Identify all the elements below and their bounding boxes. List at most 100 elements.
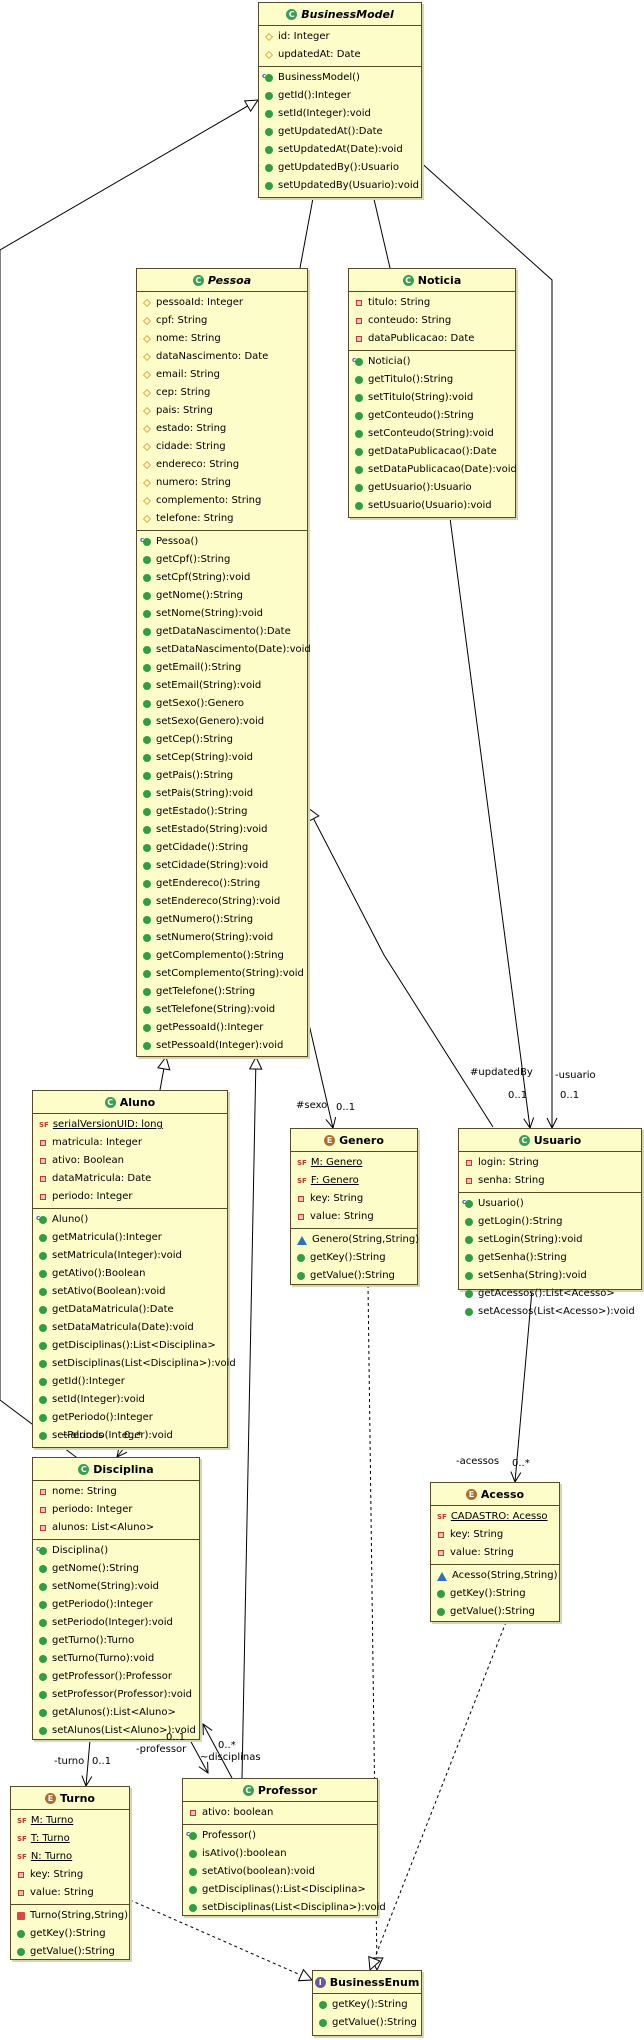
- package-constructor-icon: [297, 1235, 307, 1245]
- method-row: getComplemento():String: [137, 947, 307, 965]
- private-field-icon: [356, 318, 362, 324]
- public-method-icon: [265, 182, 273, 190]
- method-row: setAlunos(List<Aluno>):void: [33, 1722, 199, 1740]
- attribute-row: numero: String: [137, 474, 307, 492]
- public-method-icon: [143, 610, 151, 618]
- method-row: getNome():String: [137, 587, 307, 605]
- protected-field-icon: [265, 33, 273, 41]
- professor-role-label: -professor: [136, 1744, 187, 1755]
- method-row: Acesso(String,String): [431, 1567, 559, 1585]
- public-method-icon: [39, 1655, 47, 1663]
- constructor-icon: [262, 67, 273, 85]
- private-field-icon: [356, 336, 362, 342]
- static-final-icon: SF: [437, 1513, 447, 1521]
- public-method-icon: [143, 574, 151, 582]
- private-field-icon: [40, 1176, 46, 1182]
- static-final-icon: SF: [17, 1853, 27, 1861]
- protected-field-icon: [143, 443, 151, 451]
- protected-field-icon: [143, 515, 151, 523]
- method-row: getValue():String: [313, 2014, 421, 2032]
- method-row: getConteudo():String: [349, 407, 515, 425]
- method-row: setDataMatricula(Date):void: [33, 1319, 227, 1337]
- attribute-row: id: Integer: [259, 28, 421, 46]
- public-method-icon: [355, 394, 363, 402]
- method-row: getAcessos():List<Acesso>: [459, 1285, 641, 1303]
- aluno-extends-pessoa: [160, 1057, 166, 1091]
- method-row: setUpdatedBy(Usuario):void: [259, 177, 421, 195]
- method-row: setSexo(Genero):void: [137, 713, 307, 731]
- static-final-icon: SF: [297, 1159, 307, 1167]
- method-row: Disciplina(): [33, 1540, 199, 1560]
- attribute-row: conteudo: String: [349, 312, 515, 330]
- attribute-row: dataNascimento: Date: [137, 348, 307, 366]
- public-method-icon: [143, 754, 151, 762]
- public-method-icon: [143, 934, 151, 942]
- attribute-row: value: String: [291, 1208, 417, 1226]
- method-row: getDataPublicacao():Date: [349, 443, 515, 461]
- method-row: getPeriodo():Integer: [33, 1596, 199, 1614]
- method-row: getAlunos():List<Aluno>: [33, 1704, 199, 1722]
- public-method-icon: [143, 916, 151, 924]
- enum-icon: E: [324, 1134, 336, 1146]
- turno-multiplicity-label: 0..1: [92, 1756, 112, 1767]
- method-row: getKey():String: [291, 1249, 417, 1267]
- attributes-section: ativo: boolean: [183, 1802, 377, 1824]
- method-row: isAtivo():boolean: [183, 1845, 377, 1863]
- protected-field-icon: [143, 389, 151, 397]
- method-row: getNumero():String: [137, 911, 307, 929]
- public-method-icon: [465, 1254, 473, 1262]
- public-method-icon: [39, 1342, 47, 1350]
- methods-section: Acesso(String,String) getKey():String ge…: [431, 1564, 559, 1623]
- public-method-icon: [143, 880, 151, 888]
- public-method-icon: [143, 556, 151, 564]
- public-method-icon: [143, 1024, 151, 1032]
- attribute-row: pais: String: [137, 402, 307, 420]
- methods-section: Usuario() getLogin():String setLogin(Str…: [459, 1192, 641, 1323]
- method-row: setCpf(String):void: [137, 569, 307, 587]
- protected-field-icon: [143, 425, 151, 433]
- public-method-icon: [39, 1709, 47, 1717]
- abstract-class-icon: C: [192, 274, 204, 286]
- public-method-icon: [465, 1272, 473, 1280]
- class-name: Aluno: [119, 1095, 156, 1109]
- public-method-icon: [39, 1673, 47, 1681]
- method-row: setEmail(String):void: [137, 677, 307, 695]
- public-method-icon: [143, 970, 151, 978]
- protected-field-icon: [143, 407, 151, 415]
- attributes-section: pessoaId: Integer cpf: String nome: Stri…: [137, 292, 307, 530]
- professor-multiplicity-label: 0..1: [166, 1732, 186, 1743]
- method-row: getDataMatricula():Date: [33, 1301, 227, 1319]
- attribute-row: login: String: [459, 1154, 641, 1172]
- class-name: BusinessEnum: [329, 1975, 420, 1989]
- class-name: Turno: [60, 1791, 95, 1805]
- constructor-icon: [36, 1540, 47, 1558]
- private-field-icon: [298, 1196, 304, 1202]
- method-row: getId():Integer: [33, 1373, 227, 1391]
- method-row: setProfessor(Professor):void: [33, 1686, 199, 1704]
- method-row: setPessoaId(Integer):void: [137, 1037, 307, 1055]
- method-row: getSenha():String: [459, 1249, 641, 1267]
- attribute-row: endereco: String: [137, 456, 307, 474]
- public-method-icon: [143, 1042, 151, 1050]
- method-row: setComplemento(String):void: [137, 965, 307, 983]
- protected-field-icon: [143, 479, 151, 487]
- method-row: getEstado():String: [137, 803, 307, 821]
- disciplinas-role-label: ~disciplinas: [200, 1752, 261, 1763]
- attribute-row: value: String: [11, 1884, 129, 1902]
